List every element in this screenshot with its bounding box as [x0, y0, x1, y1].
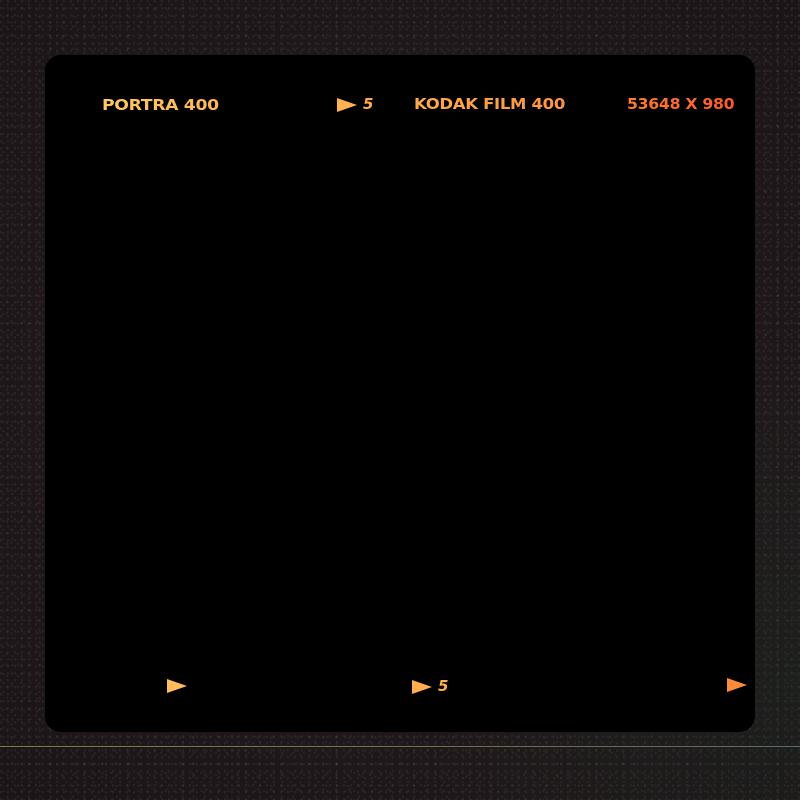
film-frame — [45, 55, 755, 732]
frame-marker-bottom-left — [167, 679, 187, 693]
film-edge-line — [0, 746, 800, 747]
frame-number: 5 — [438, 677, 449, 695]
film-stock-label: PORTRA 400 — [102, 96, 219, 114]
play-triangle-icon — [727, 678, 747, 692]
brand-label: KODAK FILM 400 — [414, 95, 565, 113]
frame-marker-top: 5 — [337, 97, 373, 112]
play-triangle-icon — [337, 97, 357, 112]
resolution-label: 53648 X 980 — [627, 95, 735, 113]
frame-number: 5 — [363, 95, 374, 113]
play-triangle-icon — [167, 679, 187, 693]
frame-marker-bottom-right — [727, 678, 747, 692]
play-triangle-icon — [412, 679, 432, 694]
frame-marker-bottom-center: 5 — [412, 679, 448, 694]
